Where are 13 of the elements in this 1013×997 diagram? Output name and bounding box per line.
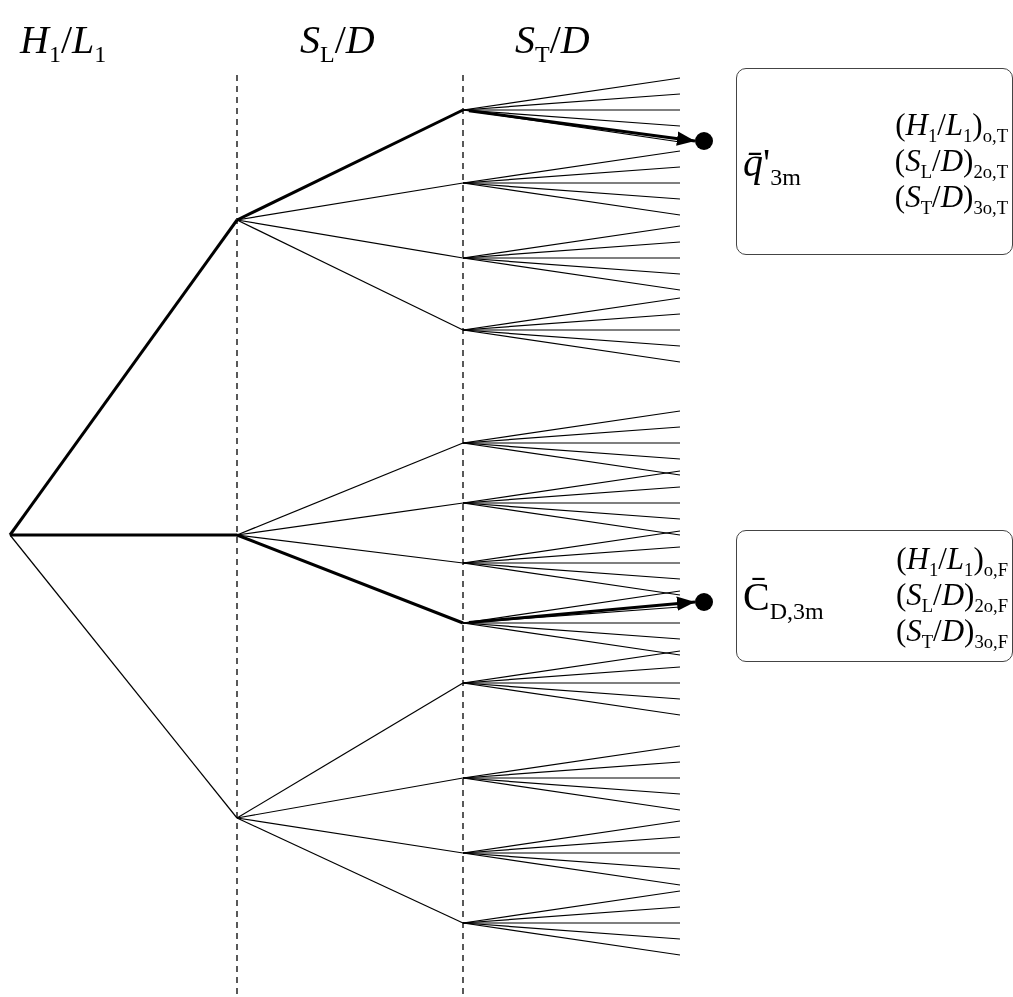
formula-box [736,530,1013,662]
arrow [468,109,696,146]
formula-label: (H$_{1}$/L$_{1}$)$_{o,F}$ [896,541,1008,583]
symbol-label: C̄$_{D,3m}$ [743,575,824,626]
symbol-label: q̄'$_{3m}$ [743,140,801,192]
formula-label: (H$_{1}$/L$_{1}$)$_{o,T}$ [895,106,1008,148]
formula-box [736,68,1013,255]
dot-marker [694,131,714,151]
axis-heading: S$_{T}$/D [515,18,590,69]
arrow [468,596,696,624]
axis-heading: S$_{L}$/D [300,18,375,69]
axis-heading: H$_{1}$/L$_{1}$ [20,18,107,69]
dot-marker [694,592,714,612]
